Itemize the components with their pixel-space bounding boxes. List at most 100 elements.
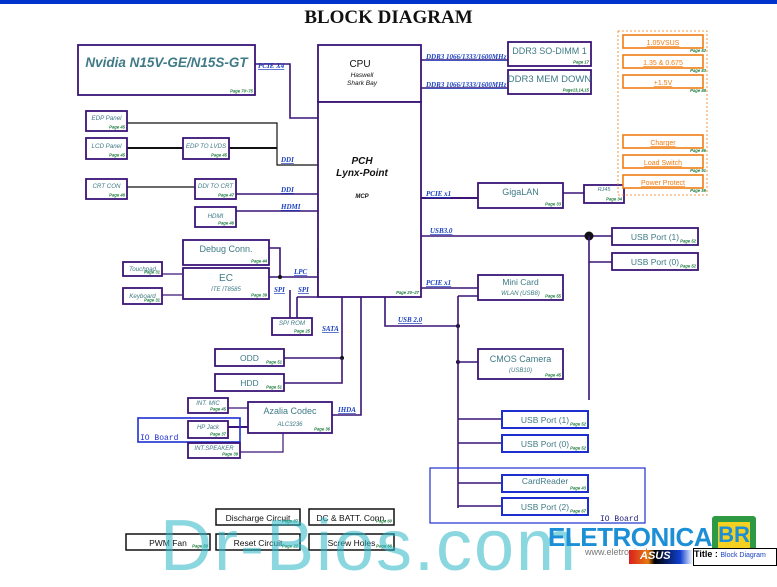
bus-label-spi-a: SPI (274, 286, 285, 294)
crt-con-box-page-ref: Page 48 (109, 193, 126, 198)
power-block-page-1: Page 83 (690, 68, 707, 73)
usb-port-1-io-box (501, 410, 589, 429)
asus-logo-icon (629, 550, 693, 564)
mini-card-box (477, 274, 564, 301)
hdmi-box-page-ref: Page 46 (218, 221, 235, 226)
pch-page-ref: Page 20~27 (396, 290, 420, 295)
pch-label: PCH (351, 156, 373, 167)
power-block-5 (622, 174, 704, 189)
int-mic-box-label: INT. MIC (196, 401, 220, 407)
dc-batt-box-label: DC & BATT. Conn. (316, 513, 386, 523)
ec-box (182, 267, 270, 300)
watermark-url: www.eletronicabr.com (585, 547, 673, 557)
ec-box-subtitle: ITE IT8585 (211, 287, 241, 293)
debug-conn-box-label: Debug Conn. (199, 244, 252, 254)
keyboard-box-page-ref: Page 31 (144, 298, 161, 303)
bus-label-sata: SATA (322, 325, 339, 333)
azalia-box (247, 401, 333, 434)
dc-batt-box (308, 508, 395, 526)
power-block-0 (622, 34, 704, 49)
power-block-label-1: 1.35 & 0.675 (643, 60, 683, 67)
wire-usb2 (384, 297, 458, 327)
int-speaker-box (187, 442, 241, 459)
keyboard-box-label: Keyboard (129, 293, 156, 300)
usb-port-1-top-box-label: USB Port (1) (631, 232, 679, 242)
ddr3-sodimm-box-label: DDR3 SO-DIMM 1 (512, 46, 587, 56)
screw-holes-box-label: Screw Holes (328, 538, 376, 548)
mini-card-box-page-ref: Page 55 (545, 294, 562, 299)
watermark-brand: ELETRONICA (548, 522, 713, 552)
power-block-1 (622, 54, 704, 69)
io-board-right-label: IO Board (600, 515, 639, 524)
screw-holes-box-page-ref: Page 66 (376, 544, 393, 549)
usb-port-2-io-box (501, 497, 589, 516)
gigalan-box-label: GigaLAN (502, 187, 539, 197)
bus-label-pcie-wlan: PCIE x1 (426, 279, 451, 287)
edp-to-lvds-box-page-ref: Page 45 (211, 153, 228, 158)
power-block-4 (622, 154, 704, 169)
debug-conn-box-page-ref: Page 44 (251, 259, 268, 264)
edp-panel-box (85, 110, 128, 132)
power-block-label-2: +1.5V (654, 80, 673, 87)
watermark-text: Dr-Bios.com (160, 506, 579, 586)
ddi-to-crt-box (194, 178, 237, 200)
keyboard-box (122, 287, 163, 305)
cmos-camera-box-label: CMOS Camera (490, 354, 552, 364)
badge-diamond (718, 522, 750, 550)
rj45-box-label: RJ45 (598, 187, 612, 193)
int-speaker-box-page-ref: Page 39 (222, 452, 239, 457)
rj45-box (583, 184, 625, 204)
title-block-label: Title : (694, 549, 718, 559)
mini-card-box-subtitle: WLAN (USB8) (501, 291, 540, 297)
usb-port-2-io-box-page-ref: Page 67 (570, 509, 587, 514)
lcd-panel-box-label: LCD Panel (92, 143, 123, 150)
dc-batt-box-page-ref: Page 60 (376, 519, 393, 524)
reset-box (215, 533, 301, 551)
usb-port-0-top-box-label: USB Port (0) (631, 257, 679, 267)
edp-to-lvds-box (182, 137, 230, 160)
ddr3-memdown-box-page-ref: Page13,14,15 (563, 88, 590, 93)
usb-port-0-io-box-label: USB Port (0) (521, 439, 569, 449)
power-area-outline (617, 30, 708, 196)
title-block: Title : Block Diagram (693, 548, 777, 566)
cpu-label: CPU (349, 59, 370, 70)
wire-ihda (332, 297, 362, 416)
gigalan-box-page-ref: Page 33 (545, 202, 562, 207)
power-block-2 (622, 74, 704, 89)
spi-rom-box (271, 317, 313, 336)
card-reader-box-label: CardReader (522, 476, 568, 486)
azalia-box-page-ref: Page 36 (314, 427, 331, 432)
edp-to-lvds-box-label: EDP TO LVDS (186, 143, 227, 150)
pch-box (317, 101, 422, 298)
cmos-camera-box (477, 348, 564, 380)
ddr3-memdown-box (507, 69, 592, 95)
card-reader-box-page-ref: Page 43 (570, 486, 587, 491)
pch-mcp: MCP (355, 194, 369, 200)
power-block-label-0: 1.05VSUS (647, 40, 680, 47)
power-block-page-4: Page 91 (690, 168, 707, 173)
pwm-fan-box (125, 533, 211, 551)
gigalan-box (477, 182, 564, 209)
bus-label-ddi-b: DDI (280, 186, 294, 194)
wire-debug (269, 247, 281, 277)
ddr3-sodimm-box-page-ref: Page 17 (573, 60, 590, 65)
hdd-box-page-ref: Page 51 (266, 385, 283, 390)
io-board-left-outline (137, 417, 241, 443)
edp-panel-box-label: EDP Panel (91, 115, 122, 122)
pch-subtitle: Lynx-Point (336, 168, 388, 179)
cmos-camera-box-page-ref: Page 45 (545, 373, 562, 378)
gpu-box-page-ref: Page 70~75 (230, 89, 254, 94)
ddr3-sodimm-box (507, 41, 592, 67)
hdd-box-label: HDD (240, 378, 258, 388)
odd-box-page-ref: Page 51 (266, 360, 283, 365)
hdd-box (214, 373, 285, 392)
usb-port-2-io-box-label: USB Port (2) (521, 502, 569, 512)
rj45-box-page-ref: Page 34 (606, 197, 623, 202)
usb-port-1-io-box-label: USB Port (1) (521, 415, 569, 425)
wire-edp-panel (127, 122, 318, 166)
hdmi-box-label: HDMI (208, 213, 224, 220)
title-block-value: Block Diagram (720, 552, 766, 559)
badge-text: BR (718, 522, 750, 547)
discharge-box (215, 508, 301, 526)
